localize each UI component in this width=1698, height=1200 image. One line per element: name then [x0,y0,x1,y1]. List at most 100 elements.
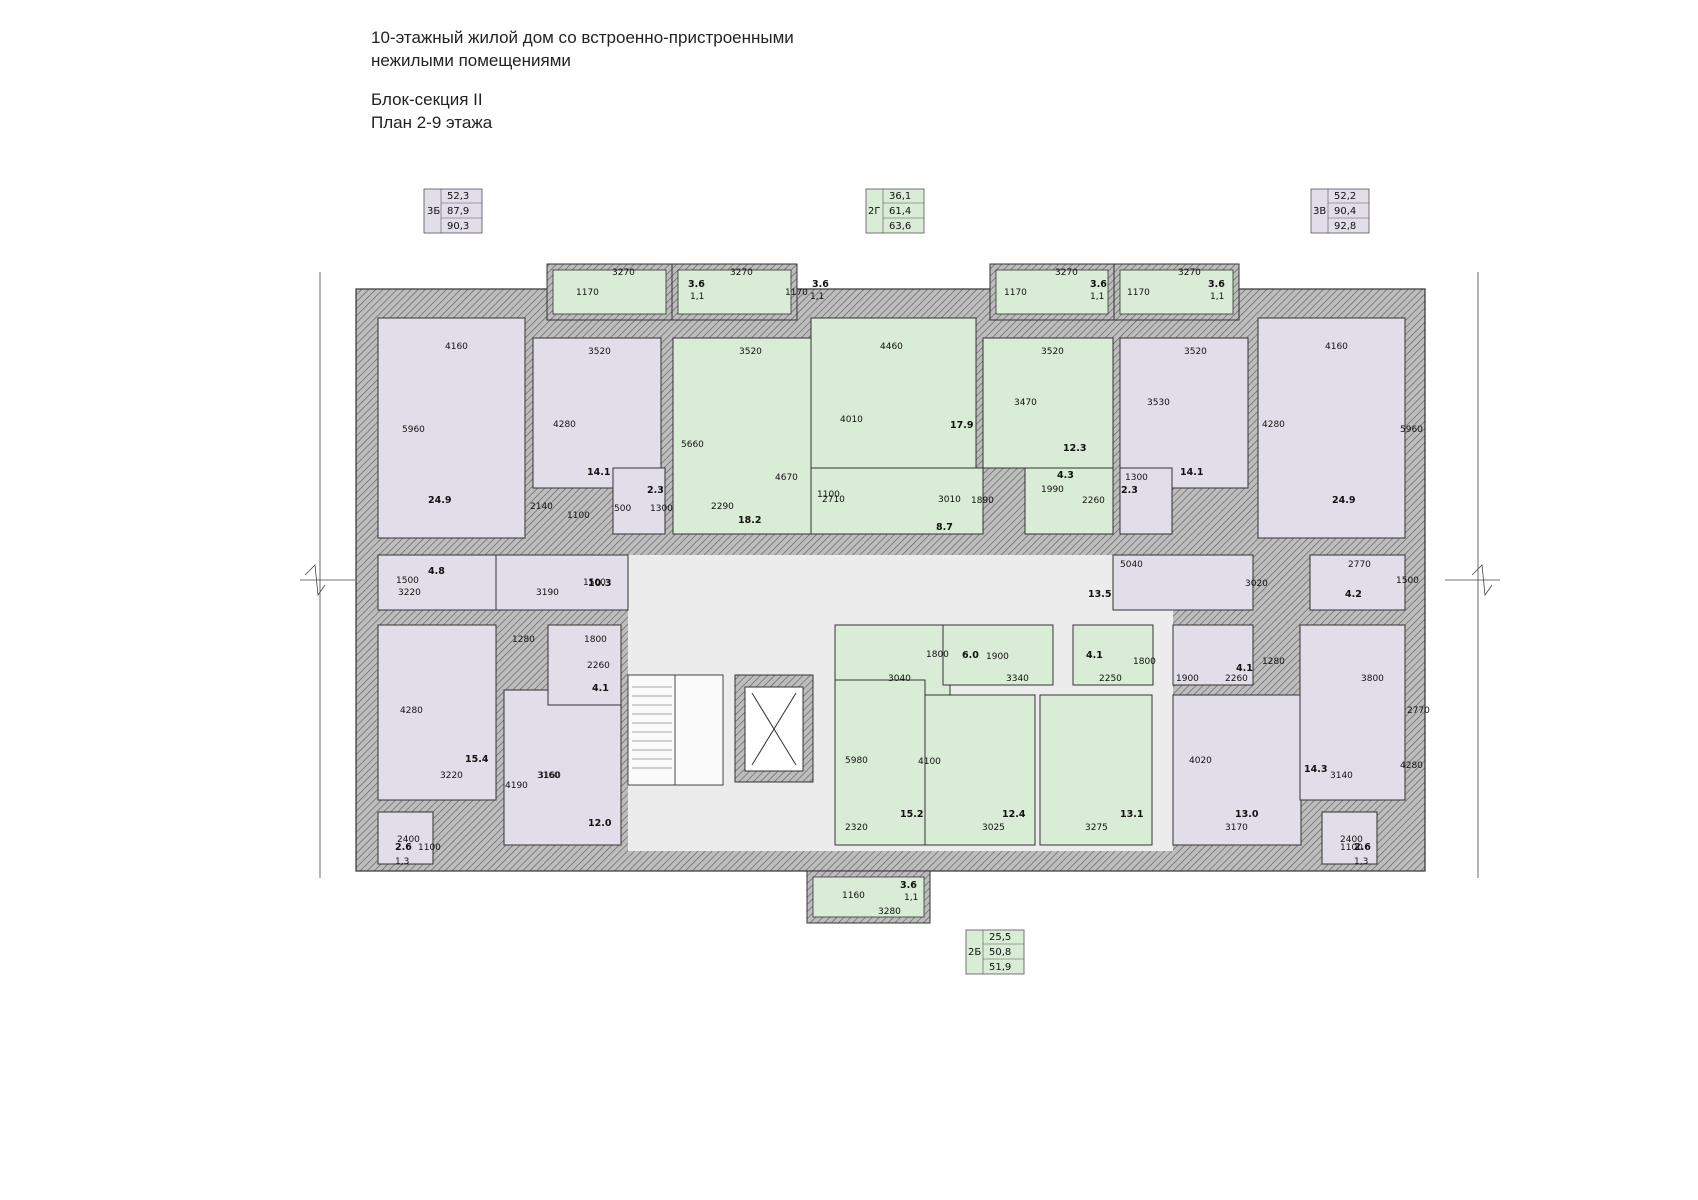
secondary-area-label: 1,1 [1090,292,1104,302]
dimension-label: 2260 [1082,496,1105,506]
room-area-label: 3.6 [812,279,829,290]
room-area-label: 24.9 [1332,495,1355,506]
room [1119,467,1173,535]
room [532,337,662,489]
room [1309,554,1406,611]
room [810,467,984,535]
apartment-badge-3v: 3В 52,2 90,4 92,8 [1310,188,1370,234]
dimension-label: 1300 [1125,473,1148,483]
dimension-label: 3220 [440,771,463,781]
dimension-label: 3275 [1085,823,1108,833]
dimension-label: 1900 [986,652,1009,662]
room-area-label: 3.6 [1208,279,1225,290]
room [834,679,926,846]
dimension-label: 4190 [505,781,528,791]
dimension-label: 2320 [845,823,868,833]
room [1119,337,1249,489]
title-line-1: 10-этажный жилой дом со встроенно-пристр… [371,28,794,47]
dimension-label: 4460 [880,342,903,352]
dimension-label: 3520 [1184,347,1207,357]
dimension-label: 1890 [971,496,994,506]
dimension-label: 4280 [1262,420,1285,430]
staircase [627,674,724,786]
apartment-id: 3В [1313,206,1326,217]
total-area: 61,4 [889,206,911,217]
rooms [377,317,1406,865]
secondary-area-label: 1,3 [1354,857,1368,867]
dimension-label: 5960 [1400,425,1423,435]
dimension-label: 3520 [739,347,762,357]
room-area-label: 14.1 [587,467,610,478]
dimension-label: 5980 [845,756,868,766]
dimension-label: 1500 [583,578,606,588]
dimension-label: 1170 [1127,288,1150,298]
room-area-label: 17.9 [950,420,973,431]
dimension-label: 4160 [1325,342,1348,352]
room [1024,467,1114,535]
dimension-label: 2290 [711,502,734,512]
room [1112,554,1254,611]
dimension-label: 4100 [918,757,941,767]
dimension-label: 3270 [1178,268,1201,278]
dimension-label: 500 [614,504,631,514]
dimension-label: 4280 [553,420,576,430]
dimension-label: 1100 [1340,843,1363,853]
room-area-label: 14.1 [1180,467,1203,478]
room-area-label: 2.3 [1121,485,1138,496]
dimension-label: 4010 [840,415,863,425]
room-area-label: 15.4 [465,754,489,765]
room-area-labels: 24.914.12.318.217.912.34.38.72.314.124.9… [395,279,1371,903]
room-area-label: 4.1 [1086,650,1103,661]
dimension-label: 3190 [536,588,559,598]
dimension-label: 2260 [587,661,610,671]
room [1257,317,1406,539]
dimension-label: 2400 [1340,835,1363,845]
room-area-label: 24.9 [428,495,451,506]
secondary-area-label: 1,1 [810,292,824,302]
dimension-label: 2710 [822,495,845,505]
room-area-label: 18.2 [738,515,761,526]
room-area-label: 13.5 [1088,589,1111,600]
room [924,694,1036,846]
elevator-shaft [734,674,814,783]
dimension-label: 1900 [1176,674,1199,684]
dimension-label: 3170 [1225,823,1248,833]
dimension-label: 1800 [1133,657,1156,667]
total-area-with-balcony: 63,6 [889,221,911,232]
room [612,467,666,535]
dimension-label: 1100 [418,843,441,853]
dimension-label: 5660 [681,440,704,450]
room-area-label: 12.3 [1063,443,1086,454]
room [495,554,629,611]
room-area-label: 4.1 [592,683,609,694]
total-area-with-balcony: 90,3 [447,221,469,232]
dimension-label: 1500 [1396,576,1419,586]
dimension-label: 1280 [512,635,535,645]
dimension-label: 3020 [1245,579,1268,589]
dimension-label: 2260 [1225,674,1248,684]
room [1172,694,1302,846]
dimension-label: 3160 [537,771,560,781]
room-area-label: 3.6 [1090,279,1107,290]
room [1172,624,1254,686]
room-area-label: 2.6 [1354,842,1371,853]
room-area-label: 13.1 [1120,809,1143,820]
dimension-label: 3160 [538,771,561,781]
room-area-label: 10.3 [588,578,611,589]
section-label: Блок-секция II [371,90,483,109]
dimension-label: 1280 [1262,657,1285,667]
living-area: 36,1 [889,191,911,202]
total-area-with-balcony: 51,9 [989,962,1011,973]
dimension-label: 1100 [567,511,590,521]
dimension-label: 4160 [445,342,468,352]
room-area-label: 12.0 [588,818,612,829]
room-area-label: 12.4 [1002,809,1026,820]
secondary-area-label: 1,1 [690,292,704,302]
dimension-label: 2250 [1099,674,1122,684]
secondary-area-label: 1,1 [904,893,918,903]
dimension-label: 3520 [1041,347,1064,357]
dimension-label: 3025 [982,823,1005,833]
room [1039,694,1153,846]
title-block: 10-этажный жилой дом со встроенно-пристр… [371,26,794,134]
room [503,689,622,846]
